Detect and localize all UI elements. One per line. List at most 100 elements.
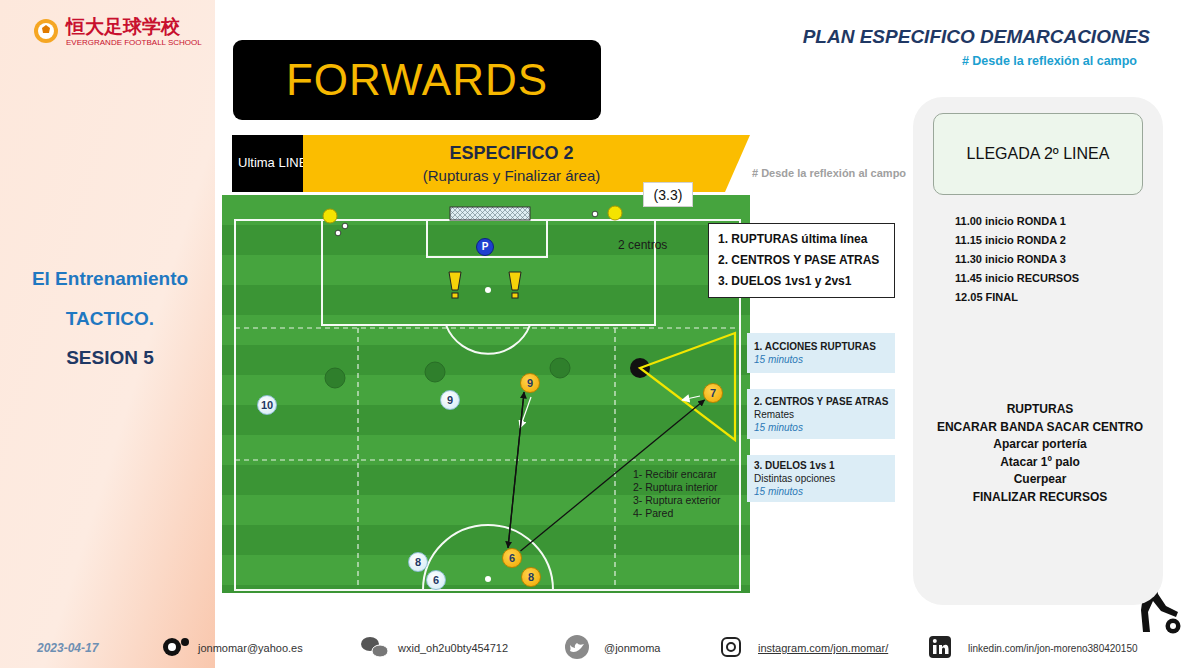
linkedin-icon	[929, 636, 951, 658]
box-text: (3.3)	[654, 187, 683, 203]
schedule-line: 11.00 inicio RONDA 1	[955, 215, 1066, 227]
option-note: 4- Pared	[633, 507, 673, 519]
marker-label: 8	[415, 557, 421, 568]
schedule-line: Atacar 1º palo	[1000, 455, 1080, 469]
centre-circle	[423, 525, 553, 590]
instagram-icon	[722, 638, 740, 656]
duel-triangle	[640, 333, 735, 440]
option-note: 1- Recibir encarar	[633, 468, 716, 480]
box-text: 1. RUPTURAS última línea	[718, 229, 867, 250]
defender-marker	[425, 362, 445, 382]
ball-icon	[168, 643, 176, 651]
school-name-latin: EVERGRANDE FOOTBALL SCHOOL	[66, 38, 202, 47]
box-text: ESPECIFICO 2	[449, 143, 573, 164]
penalty-spot	[485, 287, 491, 293]
pass-arrow	[508, 392, 524, 548]
phase-box: 2. CENTROS Y PASE ATRASRemates15 minutos	[747, 389, 895, 439]
pass-arrow	[508, 392, 524, 548]
schedule-line: 12.05 FINAL	[955, 291, 1018, 303]
zone-line	[614, 328, 615, 590]
schedule-panel: 11.00 inicio RONDA 1 11.15 inicio RONDA 2…	[913, 97, 1163, 605]
phase-box: 3. DUELOS 1vs 1Distintas opciones15 minu…	[747, 455, 895, 502]
box-text: 15 minutos	[754, 353, 803, 366]
plan-heading: PLAN ESPECIFICO DEMARCACIONES	[803, 26, 1150, 48]
wechat-icon	[372, 645, 388, 657]
side-strip	[0, 0, 215, 668]
marker-label: 8	[528, 572, 534, 583]
twitter-bird	[570, 643, 584, 652]
defender-marker	[325, 368, 345, 388]
player-marker: 6	[502, 548, 522, 568]
contact-wechat: wxid_oh2u0bty454712	[398, 642, 508, 654]
crossing-ball	[323, 209, 337, 223]
zone-line	[357, 328, 358, 590]
balls	[323, 206, 622, 236]
schedule-line: ENCARAR BANDA SACAR CENTRO	[937, 420, 1143, 434]
pitch	[222, 195, 750, 593]
player-ball	[1166, 619, 1181, 634]
goalkeeper-marker: P	[476, 238, 494, 256]
player-marker: 7	[703, 383, 723, 403]
marker-label: 9	[527, 378, 533, 389]
touch-line	[235, 220, 740, 590]
linkedin-icon	[929, 636, 951, 658]
code-box: (3.3)	[643, 182, 693, 207]
exclamation-bar	[509, 272, 521, 290]
linkedin-icon	[939, 645, 949, 654]
attention-marks	[449, 272, 521, 298]
centre-spot	[485, 576, 491, 582]
instagram-icon	[722, 638, 740, 656]
linkedin-icon	[933, 639, 937, 643]
marker-label: 7	[710, 388, 716, 399]
goal-net	[450, 207, 530, 220]
marker-label: 9	[447, 395, 453, 406]
schedule-line: RUPTURAS	[1007, 402, 1074, 416]
instagram-icon	[727, 643, 735, 651]
option-note: 2- Ruptura interior	[633, 481, 718, 493]
pitch-lines	[235, 220, 740, 590]
phase-box: 1. ACCIONES RUPTURAS15 minutos	[747, 333, 895, 373]
marker-label: 6	[433, 575, 439, 586]
box-text: 1. ACCIONES RUPTURAS	[754, 340, 876, 353]
goal-area	[427, 220, 547, 257]
player-marker: 9	[440, 390, 460, 410]
twitter-icon	[565, 635, 589, 659]
field-note: 2 centros	[618, 238, 667, 252]
objectives-box: 1. RUPTURAS última línea2. CENTROS Y PAS…	[708, 223, 895, 298]
ball-icon	[163, 638, 181, 656]
player-marker: 6	[426, 570, 446, 590]
emblem-disc	[34, 19, 58, 43]
ball	[592, 211, 598, 217]
ball-icon	[163, 638, 189, 656]
zone-lines	[235, 328, 740, 590]
player-marker: 9	[520, 373, 540, 393]
crossing-ball	[608, 206, 622, 220]
ball-icon	[181, 638, 189, 646]
wechat-icon	[361, 637, 388, 657]
schedule-line: 11.45 inicio RECURSOS	[955, 272, 1079, 284]
run-arrow	[682, 396, 700, 400]
player-marker: 8	[521, 567, 541, 587]
side-title: TACTICO.	[66, 308, 154, 330]
linkedin-icon	[933, 645, 937, 654]
emblem-patch	[42, 25, 50, 33]
school-emblem	[34, 19, 58, 43]
title-box: FORWARDS	[233, 40, 601, 120]
schedule-line: Cuerpear	[1014, 472, 1067, 486]
defender-marker	[550, 358, 570, 378]
option-note: 3- Ruptura exterior	[633, 494, 721, 506]
box-text: Remates	[754, 408, 794, 421]
schedule-line: 11.15 inicio RONDA 2	[955, 234, 1066, 246]
penalty-area	[322, 220, 655, 325]
penalty-arc	[446, 325, 530, 354]
ball	[335, 230, 341, 236]
box-text: (Rupturas y Finalizar área)	[423, 167, 601, 184]
box-text: 2. CENTROS Y PASE ATRAS	[718, 250, 879, 271]
footer-ground	[215, 628, 1200, 668]
title: FORWARDS	[286, 55, 548, 105]
emblem-ball	[38, 23, 54, 39]
heading-box: LLEGADA 2º LINEA	[933, 113, 1143, 195]
cones	[325, 358, 650, 388]
exclamation-dot	[452, 293, 458, 298]
